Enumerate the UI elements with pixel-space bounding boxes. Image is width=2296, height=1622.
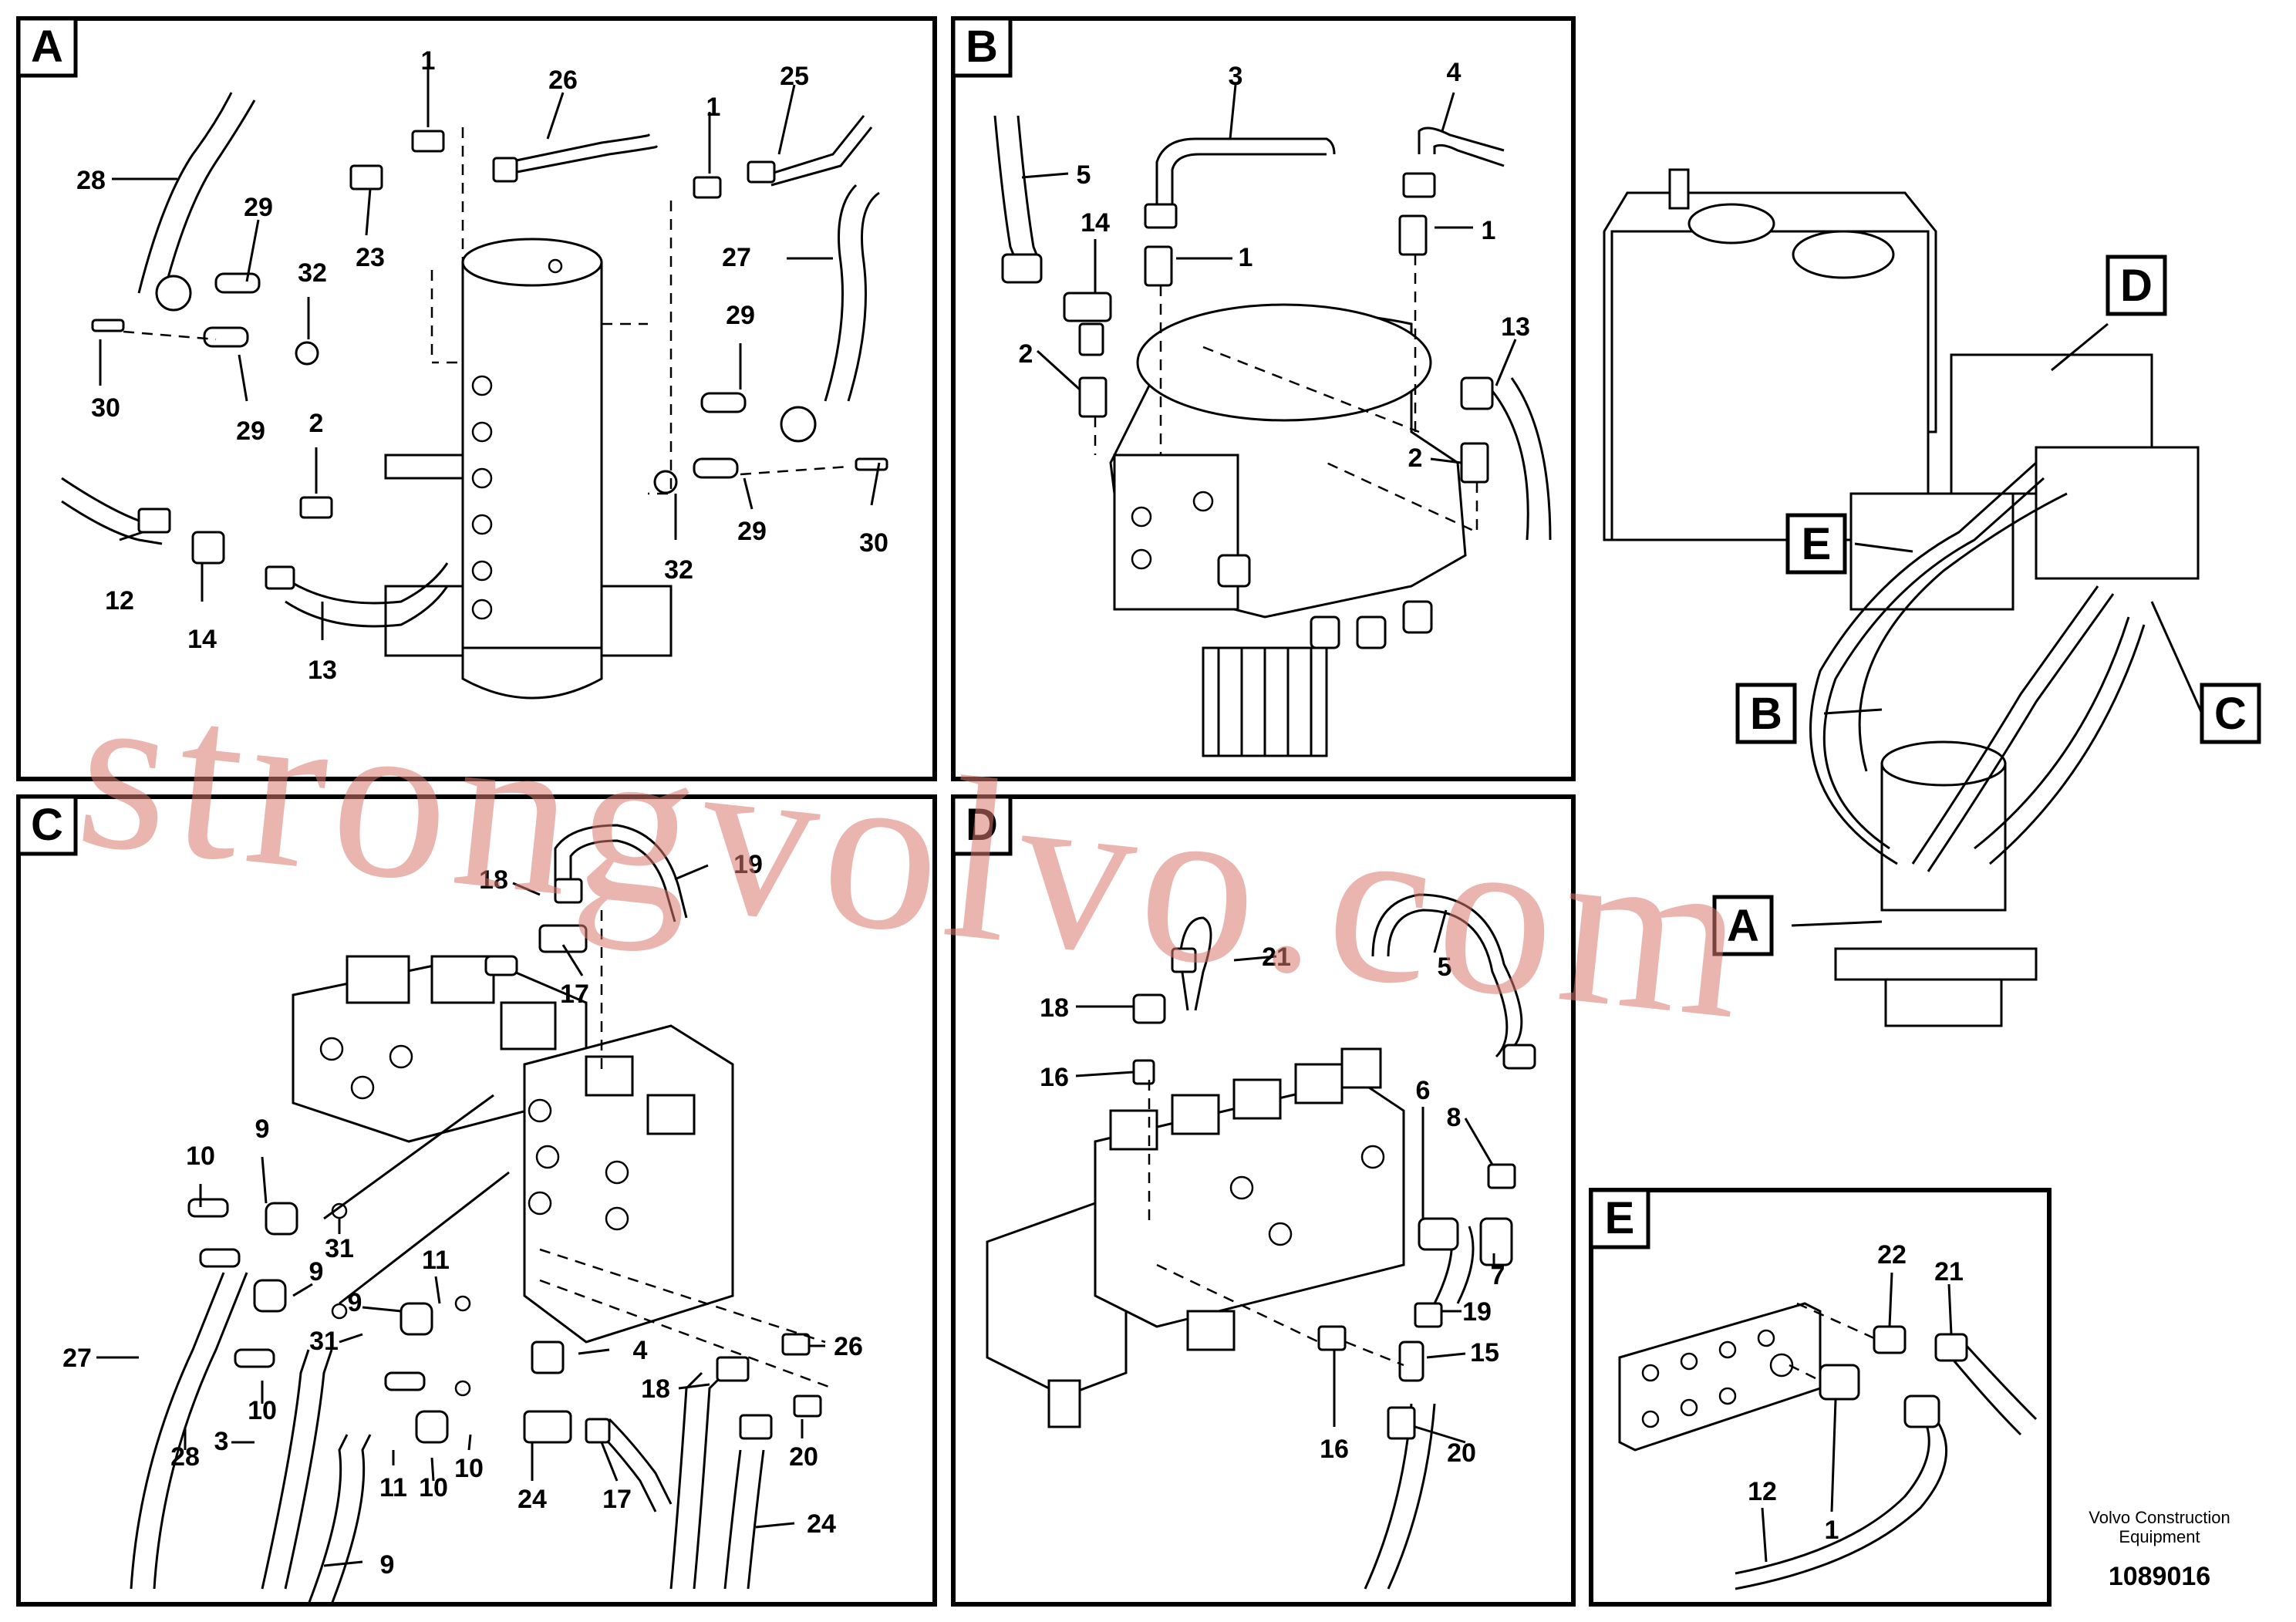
bulkhead-plate bbox=[1618, 1302, 1822, 1452]
panel-c-label: C bbox=[31, 800, 63, 850]
callout: 10 bbox=[186, 1141, 215, 1171]
callout: 27 bbox=[62, 1344, 92, 1373]
callout: 14 bbox=[1081, 208, 1110, 238]
panel-a-label: A bbox=[31, 22, 63, 72]
callout: 13 bbox=[308, 656, 337, 685]
callout: 17 bbox=[560, 980, 589, 1009]
callout: 22 bbox=[1877, 1240, 1907, 1270]
panel-d: D bbox=[951, 794, 1576, 1607]
callout: 7 bbox=[1491, 1261, 1505, 1290]
callout: 20 bbox=[1447, 1438, 1476, 1468]
callout: 9 bbox=[348, 1288, 362, 1317]
callout: 26 bbox=[834, 1332, 863, 1361]
callout: 2 bbox=[309, 409, 324, 438]
footer: Volvo Construction Equipment 1089016 bbox=[2089, 1508, 2230, 1591]
callout: 30 bbox=[91, 393, 120, 423]
callout: 3 bbox=[1229, 62, 1243, 91]
callout: 3 bbox=[214, 1427, 229, 1456]
callout: 19 bbox=[1462, 1297, 1492, 1327]
control-valve-d bbox=[986, 1047, 1405, 1428]
callout: 10 bbox=[419, 1473, 448, 1502]
overview-callout-e: E bbox=[1802, 519, 1832, 569]
callout: 11 bbox=[379, 1473, 407, 1502]
panel-b: B bbox=[951, 16, 1576, 781]
callout: 31 bbox=[325, 1234, 354, 1263]
callout: 29 bbox=[244, 193, 273, 222]
panel-e-label: E bbox=[1605, 1193, 1635, 1243]
callout: 1 bbox=[1825, 1516, 1839, 1545]
callout: 12 bbox=[1748, 1477, 1777, 1506]
callout: 9 bbox=[255, 1114, 270, 1144]
callout: 21 bbox=[1262, 943, 1291, 972]
callout: 18 bbox=[641, 1374, 670, 1404]
callout: 30 bbox=[859, 528, 888, 558]
callout: 2 bbox=[1408, 443, 1423, 473]
overview-callout-d: D bbox=[2120, 261, 2153, 311]
callout: 8 bbox=[1447, 1103, 1462, 1132]
callout: 10 bbox=[454, 1454, 484, 1483]
callout: 19 bbox=[733, 850, 763, 879]
panel-a: A bbox=[16, 16, 937, 781]
control-valve bbox=[292, 955, 734, 1344]
callout: 29 bbox=[236, 416, 265, 446]
callout: 23 bbox=[356, 243, 385, 272]
callout: 16 bbox=[1040, 1063, 1069, 1092]
callout: 11 bbox=[422, 1246, 450, 1275]
callout: 10 bbox=[248, 1396, 277, 1425]
callout: 32 bbox=[298, 258, 327, 288]
callout: 29 bbox=[737, 517, 767, 546]
callout: 24 bbox=[807, 1509, 836, 1539]
callout: 4 bbox=[1447, 58, 1462, 87]
swing-motor bbox=[1109, 303, 1467, 757]
callout: 14 bbox=[187, 625, 217, 654]
document-number: 1089016 bbox=[2109, 1562, 2210, 1591]
callout: 5 bbox=[1438, 953, 1452, 982]
callout: 9 bbox=[380, 1550, 395, 1580]
panel-c: C bbox=[16, 794, 937, 1607]
callout: 9 bbox=[309, 1257, 324, 1286]
callout: 1 bbox=[1239, 243, 1253, 272]
overview-callout-b: B bbox=[1750, 689, 1782, 739]
company-name-line1: Volvo Construction bbox=[2089, 1508, 2230, 1527]
callout: 17 bbox=[602, 1485, 632, 1514]
callout: 6 bbox=[1416, 1076, 1431, 1105]
callout: 15 bbox=[1470, 1338, 1499, 1367]
callout: 25 bbox=[780, 62, 809, 91]
machine-overview: D E C B A bbox=[1603, 168, 2261, 1027]
panel-b-label: B bbox=[966, 22, 998, 72]
overview-callout-c: C bbox=[2214, 689, 2247, 739]
callout: 13 bbox=[1501, 312, 1530, 342]
callout: 12 bbox=[105, 586, 134, 615]
callout: 5 bbox=[1077, 160, 1091, 190]
callout: 28 bbox=[170, 1442, 200, 1472]
callout: 4 bbox=[633, 1336, 648, 1365]
callout: 21 bbox=[1934, 1257, 1964, 1286]
callout: 1 bbox=[1482, 216, 1496, 245]
panel-d-label: D bbox=[966, 800, 998, 850]
callout: 2 bbox=[1019, 339, 1033, 369]
callout: 32 bbox=[664, 555, 693, 585]
swivel-joint bbox=[384, 238, 673, 700]
callout: 24 bbox=[518, 1485, 547, 1514]
callout: 28 bbox=[76, 166, 106, 195]
callout: 18 bbox=[479, 865, 508, 895]
callout: 26 bbox=[548, 66, 578, 95]
callout: 18 bbox=[1040, 993, 1069, 1023]
company-name-line2: Equipment bbox=[2119, 1527, 2200, 1546]
callout: 31 bbox=[309, 1327, 339, 1356]
callout: 27 bbox=[722, 243, 751, 272]
callout: 16 bbox=[1320, 1435, 1349, 1464]
callout: 20 bbox=[789, 1442, 818, 1472]
panel-e: E 22 21 12 1 bbox=[1589, 1188, 2052, 1607]
callout: 29 bbox=[726, 301, 755, 330]
overview-callout-a: A bbox=[1727, 901, 1759, 951]
callout: 1 bbox=[421, 46, 436, 76]
callout: 1 bbox=[706, 93, 721, 122]
